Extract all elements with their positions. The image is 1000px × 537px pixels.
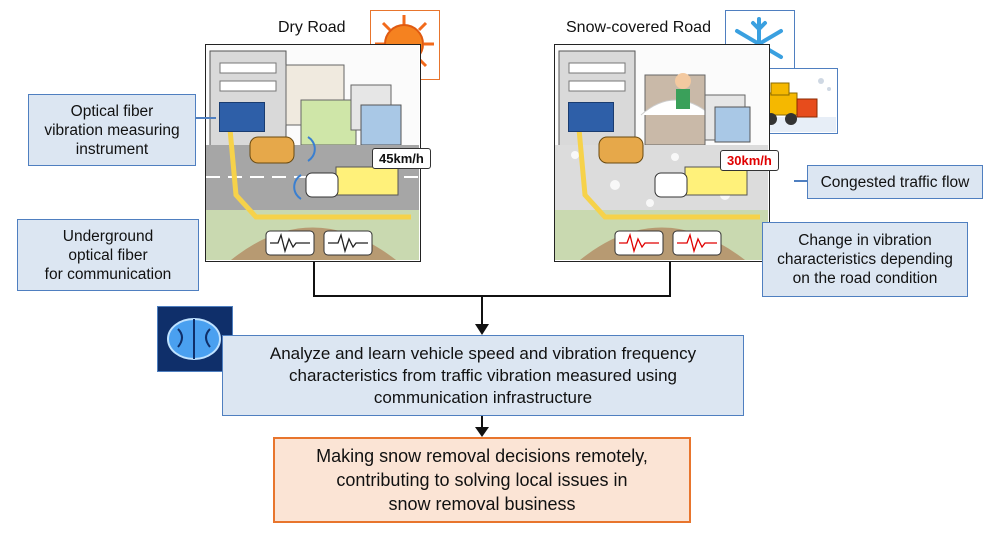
- arrow-shaft: [481, 295, 483, 327]
- merge-line-left: [313, 262, 315, 297]
- vibration-change-callout: Change in vibration characteristics depe…: [762, 222, 968, 297]
- arrow-head-icon: [475, 324, 489, 335]
- instrument-callout: Optical fiber vibration measuring instru…: [28, 94, 196, 166]
- arrow-shaft: [481, 416, 483, 430]
- snow-road-title: Snow-covered Road: [566, 19, 711, 36]
- fiber-callout: Underground optical fiber for communicat…: [17, 219, 199, 291]
- arrow-head-icon: [475, 427, 489, 437]
- measuring-instrument-icon: [219, 102, 265, 132]
- connector: [196, 117, 216, 119]
- analysis-process-box: Analyze and learn vehicle speed and vibr…: [222, 335, 744, 416]
- merge-line-horizontal: [313, 295, 671, 297]
- snow-speed-label: 30km/h: [720, 150, 779, 171]
- merge-line-right: [669, 262, 671, 297]
- result-box: Making snow removal decisions remotely, …: [273, 437, 691, 523]
- connector: [794, 180, 808, 182]
- measuring-instrument-icon: [568, 102, 614, 132]
- dry-road-title: Dry Road: [278, 19, 346, 36]
- dry-speed-label: 45km/h: [372, 148, 431, 169]
- congested-callout: Congested traffic flow: [807, 165, 983, 199]
- dry-road-scene: [205, 44, 421, 262]
